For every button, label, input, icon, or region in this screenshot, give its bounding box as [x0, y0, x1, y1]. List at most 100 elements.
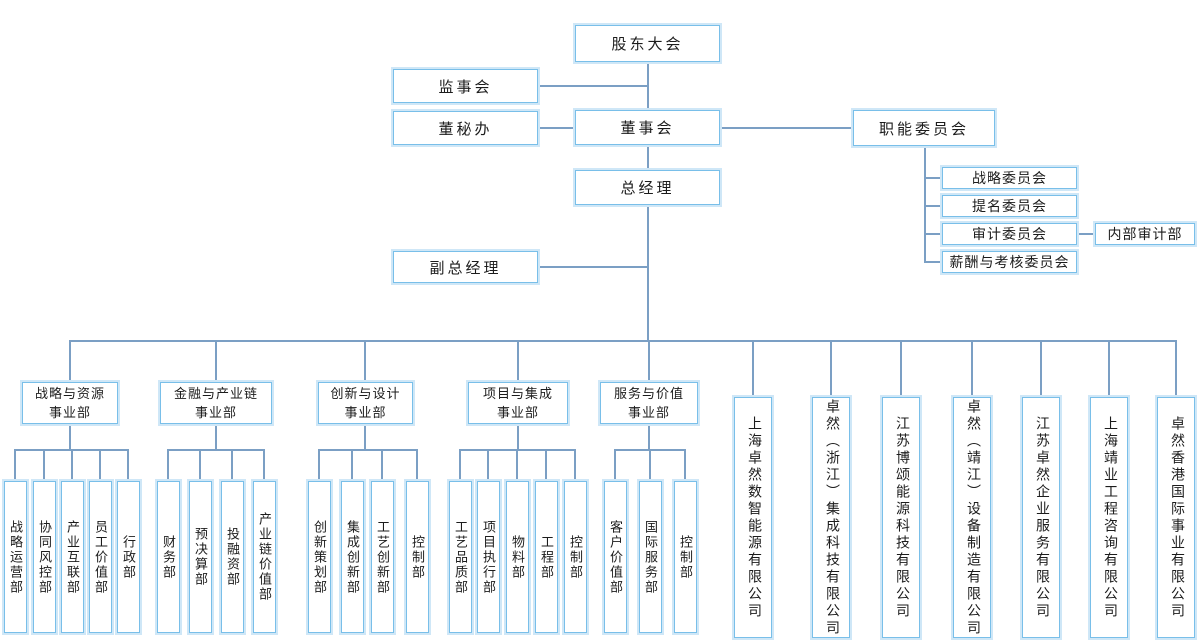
connector-line — [127, 450, 129, 481]
department-box: 国际服务部 — [639, 481, 662, 633]
connector-line — [487, 450, 489, 481]
node-shareholders-meeting: 股东大会 — [575, 25, 720, 62]
connector-line — [263, 450, 265, 481]
department-box: 集成创新部 — [341, 481, 364, 633]
department-label: 协同风控部 — [37, 519, 52, 595]
connector-line — [199, 450, 201, 481]
connector-line — [1175, 340, 1177, 397]
department-label: 控制部 — [410, 534, 425, 580]
department-box: 战略运营部 — [4, 481, 27, 633]
department-box: 创新策划部 — [308, 481, 331, 633]
node-label: 监事会 — [438, 79, 493, 96]
department-label: 控制部 — [678, 534, 693, 580]
company-label: 上海卓然数智能源有限公司 — [746, 415, 761, 620]
connector-line — [318, 450, 320, 481]
department-box: 控制部 — [564, 481, 587, 633]
connector-line — [648, 424, 650, 450]
connector-line — [99, 450, 101, 481]
node-label: 总经理 — [620, 181, 675, 197]
connector-line — [1040, 340, 1042, 397]
department-label: 集成创新部 — [345, 519, 360, 595]
division-label: 战略与资源 事业部 — [34, 386, 105, 420]
connector-line — [752, 340, 754, 397]
company-box: 江苏博颂能源科技有限公司 — [882, 397, 920, 638]
connector-line — [516, 450, 518, 481]
connector-line — [647, 205, 649, 342]
connector-line — [69, 340, 71, 382]
company-label: 卓然（靖江）设备制造有限公司 — [965, 398, 980, 637]
division-label: 创新与设计 事业部 — [330, 386, 401, 420]
connector-line — [167, 449, 265, 451]
department-box: 工艺品质部 — [449, 481, 472, 633]
department-label: 财务部 — [161, 534, 176, 580]
connector-line — [69, 340, 1177, 342]
connector-line — [971, 340, 973, 397]
committee-label: 薪酬与考核委员会 — [949, 256, 1070, 271]
connector-line — [1108, 340, 1110, 397]
committee-label: 战略委员会 — [972, 172, 1047, 187]
department-box: 项目执行部 — [477, 481, 500, 633]
department-label: 员工价值部 — [93, 519, 108, 595]
department-box: 物料部 — [506, 481, 529, 633]
connector-line — [647, 62, 649, 110]
node-label: 董事会 — [620, 121, 675, 137]
node-label: 董秘办 — [438, 121, 493, 138]
connector-line — [684, 450, 686, 481]
department-box: 投融资部 — [221, 481, 244, 633]
company-box: 上海卓然数智能源有限公司 — [734, 397, 772, 638]
connector-line — [43, 450, 45, 481]
department-label: 项目执行部 — [481, 519, 496, 595]
connector-line — [924, 146, 926, 263]
company-label: 江苏博颂能源科技有限公司 — [894, 415, 909, 620]
division-innovation-design: 创新与设计 事业部 — [318, 382, 413, 424]
department-box: 员工价值部 — [89, 481, 112, 633]
connector-line — [459, 450, 461, 481]
connector-line — [924, 233, 942, 235]
node-board-of-supervisors: 监事会 — [393, 69, 538, 103]
connector-line — [215, 424, 217, 450]
connector-line — [830, 340, 832, 397]
company-box: 卓然（浙江）集成科技有限公司 — [812, 397, 850, 638]
connector-line — [924, 261, 942, 263]
company-box: 卓然香港国际事业有限公司 — [1157, 397, 1195, 638]
committee-label: 审计委员会 — [972, 228, 1047, 243]
committee-compensation-appraisal: 薪酬与考核委员会 — [942, 251, 1077, 273]
department-label: 工程部 — [539, 534, 554, 580]
department-label: 战略运营部 — [8, 519, 23, 595]
department-box: 客户价值部 — [604, 481, 627, 633]
connector-line — [924, 177, 942, 179]
company-box: 卓然（靖江）设备制造有限公司 — [953, 397, 991, 638]
node-general-manager: 总经理 — [575, 170, 720, 205]
connector-line — [364, 424, 366, 450]
node-internal-audit-dept: 内部审计部 — [1095, 223, 1195, 245]
connector-line — [69, 424, 71, 450]
connector-line — [538, 127, 575, 129]
department-label: 行政部 — [121, 534, 136, 580]
connector-line — [517, 424, 519, 450]
department-box: 预决算部 — [189, 481, 212, 633]
department-box: 控制部 — [406, 481, 429, 633]
department-label: 投融资部 — [225, 527, 240, 587]
connector-line — [720, 127, 853, 129]
node-board-of-directors: 董事会 — [575, 110, 720, 145]
department-label: 产业互联部 — [65, 519, 80, 595]
connector-line — [215, 340, 217, 382]
connector-line — [416, 450, 418, 481]
company-label: 卓然香港国际事业有限公司 — [1169, 415, 1184, 620]
connector-line — [614, 450, 616, 481]
company-label: 卓然（浙江）集成科技有限公司 — [824, 398, 839, 637]
connector-line — [381, 450, 383, 481]
connector-line — [538, 266, 648, 268]
department-label: 物料部 — [510, 534, 525, 580]
connector-line — [900, 340, 902, 397]
node-deputy-general-manager: 副总经理 — [393, 251, 538, 283]
division-strategy-resources: 战略与资源 事业部 — [22, 382, 118, 424]
node-label: 股东大会 — [611, 37, 684, 53]
department-label: 国际服务部 — [643, 519, 658, 595]
connector-line — [517, 340, 519, 382]
node-board-secretary-office: 董秘办 — [393, 111, 538, 145]
committee-label: 提名委员会 — [972, 200, 1047, 215]
department-box: 协同风控部 — [33, 481, 56, 633]
division-finance-industry-chain: 金融与产业链 事业部 — [160, 382, 272, 424]
connector-line — [1077, 233, 1095, 235]
